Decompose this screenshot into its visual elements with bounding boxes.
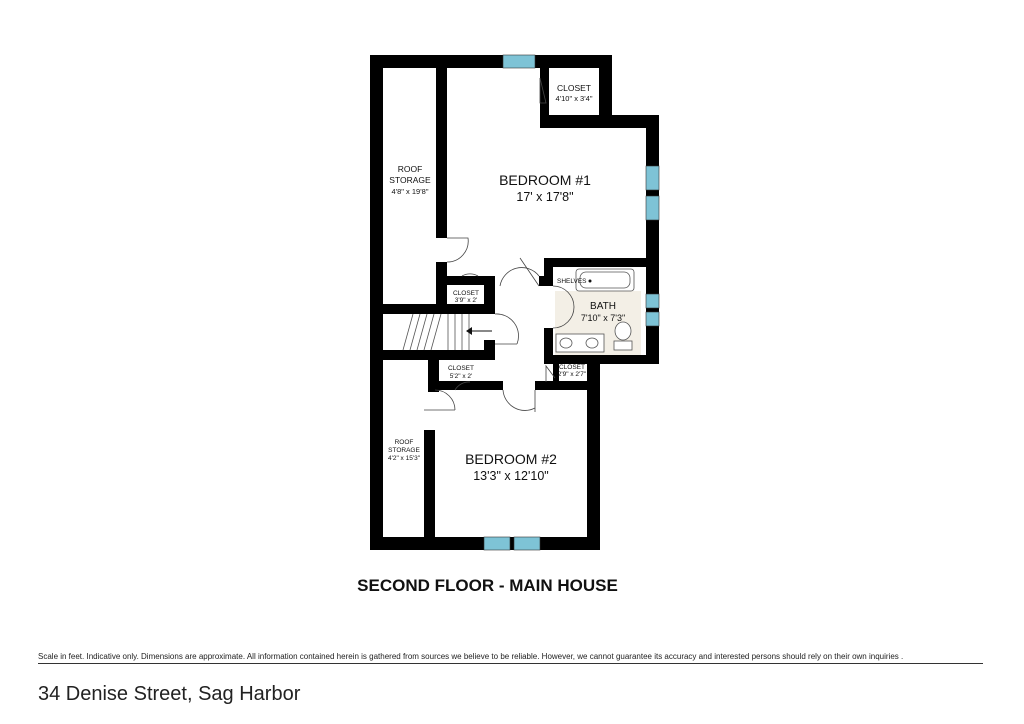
closet-lower-name: CLOSET xyxy=(448,365,474,372)
bath-name: BATH xyxy=(590,301,616,312)
bedroom1-name: BEDROOM #1 xyxy=(499,172,591,188)
closet-top-dims: 4'10" x 3'4" xyxy=(556,94,593,103)
roof-storage-top-dims: 4'8" x 19'8" xyxy=(392,187,429,196)
shower-head-icon xyxy=(588,279,592,283)
stair-arrow xyxy=(466,327,492,335)
footer-divider xyxy=(38,663,983,664)
closet-top-name: CLOSET xyxy=(557,83,591,93)
toilet xyxy=(614,321,632,341)
property-address: 34 Denise Street, Sag Harbor xyxy=(38,683,301,705)
closet-mid-dims: 3'9" x 2' xyxy=(455,297,478,304)
shelves-label: SHELVES xyxy=(557,278,587,285)
roof-storage-bottom-line2: STORAGE xyxy=(388,447,420,454)
disclaimer-text: Scale in feet. Indicative only. Dimensio… xyxy=(38,652,904,661)
bath-dims: 7'10" x 7'3" xyxy=(581,313,625,323)
closet-right-name: CLOSET xyxy=(559,364,585,371)
closet-mid-name: CLOSET xyxy=(453,290,479,297)
bedroom1-dims: 17' x 17'8" xyxy=(516,190,573,204)
bedroom2-name: BEDROOM #2 xyxy=(465,451,557,467)
closet-right-dims: 2'9" x 2'7" xyxy=(558,371,587,378)
floor-title: SECOND FLOOR - MAIN HOUSE xyxy=(357,576,618,595)
roof-storage-bottom-line1: ROOF xyxy=(395,439,414,446)
roof-storage-top-line2: STORAGE xyxy=(389,175,431,185)
closet-lower-dims: 5'2" x 2' xyxy=(450,373,473,380)
roof-storage-top-line1: ROOF xyxy=(398,164,423,174)
bath-fixtures xyxy=(555,268,635,353)
windows xyxy=(483,54,660,551)
roof-storage-bottom-dims: 4'2" x 15'3" xyxy=(388,455,421,462)
doors xyxy=(424,77,575,412)
bedroom2-dims: 13'3" x 12'10" xyxy=(473,469,549,483)
